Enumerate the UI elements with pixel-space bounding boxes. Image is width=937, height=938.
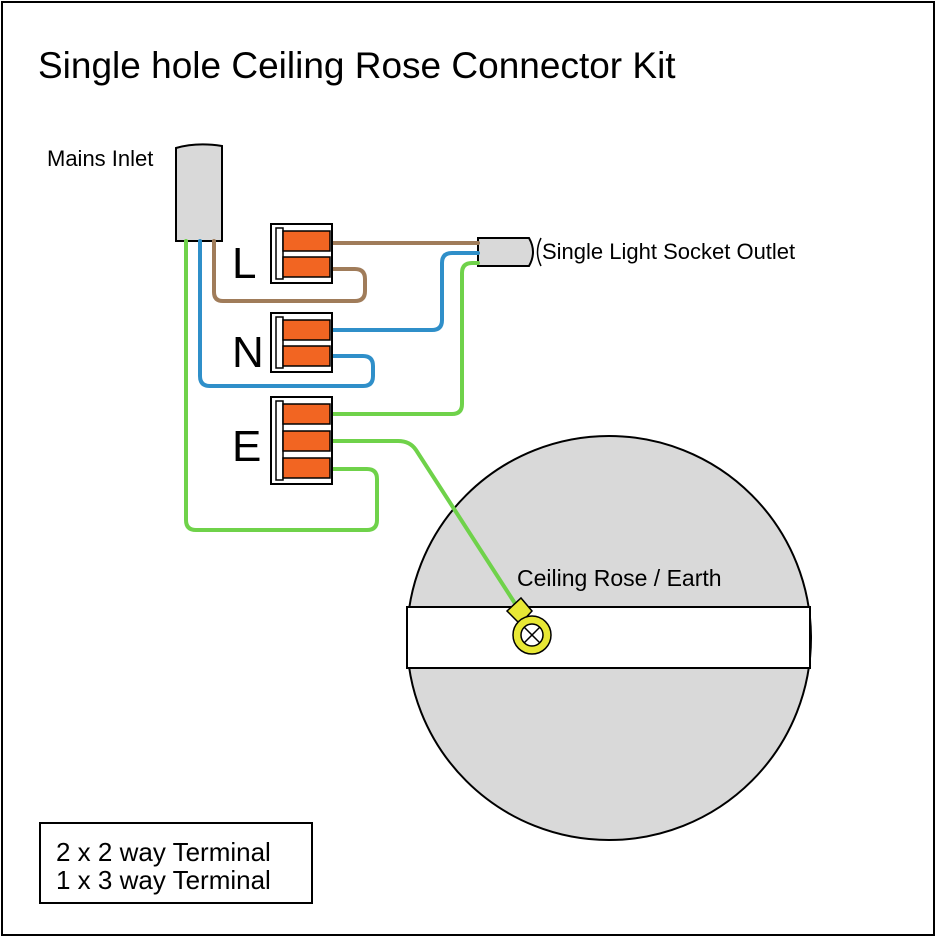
earth-wire-rose bbox=[328, 439, 520, 610]
neutral-terminal-lever bbox=[282, 345, 331, 367]
earth-wires bbox=[184, 239, 520, 610]
earth-ring-terminal bbox=[505, 596, 552, 655]
neutral-wires bbox=[198, 239, 480, 388]
light-socket-outlet-sleeve bbox=[477, 237, 534, 267]
earth-terminal-lever bbox=[282, 430, 331, 452]
light-socket-outlet-pointer bbox=[536, 237, 542, 267]
live-terminal-lever bbox=[282, 230, 331, 252]
light-socket-outlet-label: Single Light Socket Outlet bbox=[542, 239, 795, 264]
live-wires bbox=[212, 239, 480, 303]
diagram-title: Single hole Ceiling Rose Connector Kit bbox=[38, 45, 676, 86]
live-label: L bbox=[232, 239, 256, 288]
live-wire-mains bbox=[212, 239, 367, 303]
earth-label: E bbox=[232, 422, 261, 471]
ceiling-rose bbox=[406, 435, 812, 841]
neutral-wire-outlet bbox=[328, 251, 480, 332]
neutral-terminal-lever bbox=[282, 319, 331, 341]
earth-wire-mains bbox=[184, 239, 379, 532]
legend-box bbox=[39, 822, 313, 904]
earth-terminal-block bbox=[270, 396, 333, 485]
terminal-legend: 2 x 2 way Terminal 1 x 3 way Terminal bbox=[39, 822, 313, 904]
ceiling-rose-earth-label: Ceiling Rose / Earth bbox=[517, 565, 722, 591]
earth-wire-outlet bbox=[328, 261, 480, 416]
live-terminal-block bbox=[270, 223, 333, 284]
neutral-wire-mains bbox=[198, 239, 375, 388]
earth-terminal-lever bbox=[282, 403, 331, 425]
legend-line-1: 2 x 2 way Terminal bbox=[56, 837, 271, 867]
neutral-label: N bbox=[232, 328, 264, 377]
mains-inlet-sleeve bbox=[175, 143, 223, 242]
earth-terminal-lever bbox=[282, 457, 331, 479]
legend-line-2: 1 x 3 way Terminal bbox=[56, 865, 271, 895]
live-terminal-lever bbox=[282, 256, 331, 278]
neutral-terminal-block bbox=[270, 312, 333, 373]
ceiling-rose-bar bbox=[406, 606, 811, 669]
mains-inlet-label: Mains Inlet bbox=[47, 146, 153, 171]
